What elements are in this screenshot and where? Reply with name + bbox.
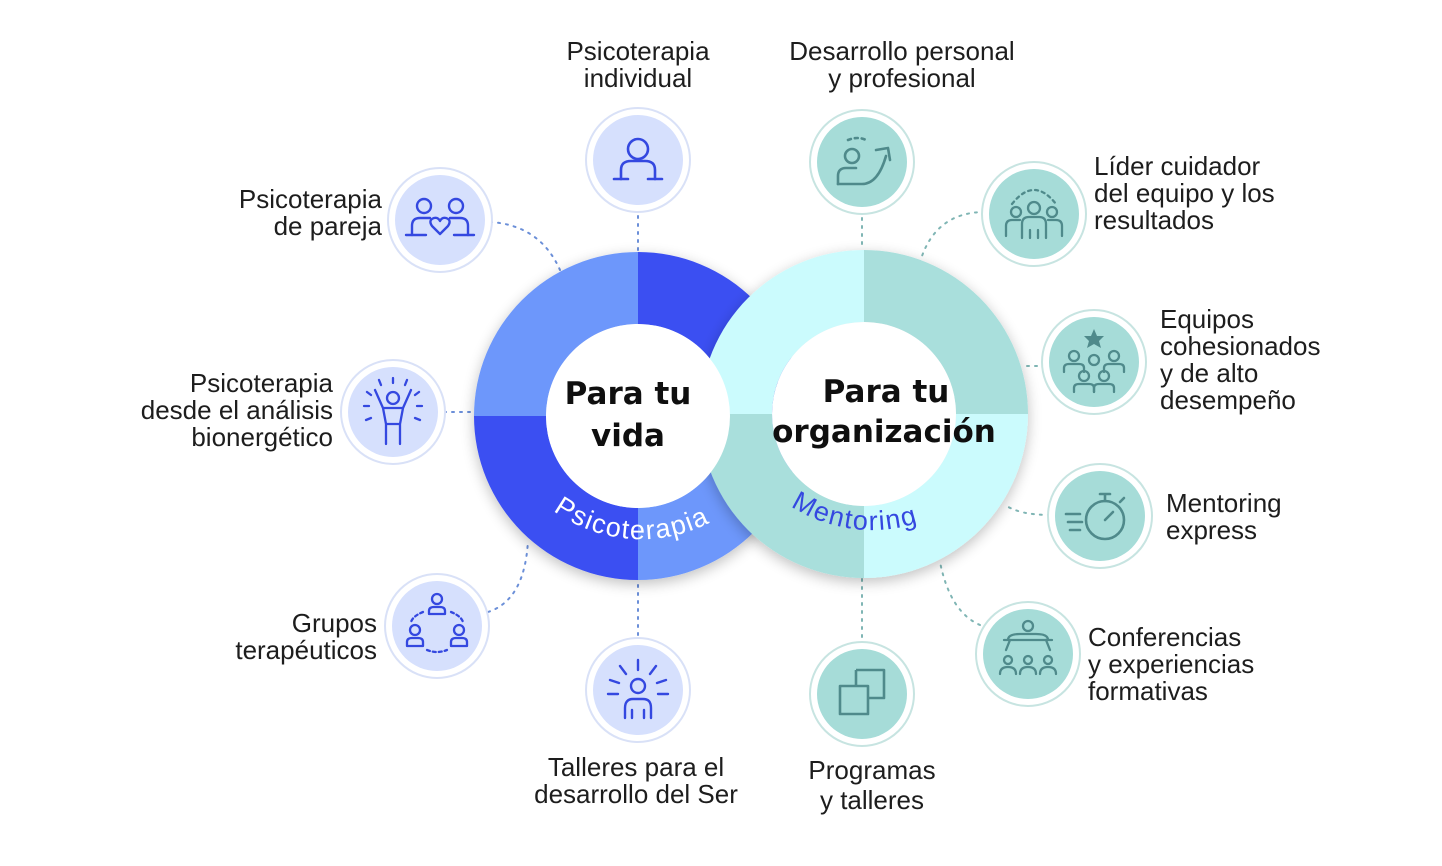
right-ring — [700, 250, 1028, 578]
growth-person-icon — [809, 109, 915, 215]
left-center-disc — [546, 324, 730, 508]
right-ring-top-right — [864, 250, 1028, 414]
left-center-title-line1: Para tu — [565, 376, 692, 412]
right-ring-bottom-right — [864, 414, 1028, 578]
couple-heart-icon — [387, 167, 493, 273]
left-ring-bottom-left — [474, 416, 638, 580]
person-icon — [585, 107, 691, 213]
group-circle-icon — [384, 573, 490, 679]
right-ring-bottom-left — [700, 414, 864, 578]
right-center-title-line1: Para tu — [823, 374, 950, 410]
star-team-icon — [1041, 309, 1147, 415]
energy-body-icon — [340, 359, 446, 465]
layers-icon — [809, 641, 915, 747]
right-ring-top-left — [700, 250, 864, 414]
radiant-person-icon — [585, 637, 691, 743]
stopwatch-icon — [1047, 463, 1153, 569]
conference-icon — [975, 601, 1081, 707]
right-center-disc — [772, 322, 956, 506]
left-center-title-line2: vida — [591, 418, 665, 454]
left-connectors — [443, 207, 639, 636]
right-center-title-line2: organización — [772, 414, 996, 450]
left-ring-top-left — [474, 252, 638, 416]
right-connectors — [861, 209, 1051, 646]
leader-team-icon — [981, 161, 1087, 267]
